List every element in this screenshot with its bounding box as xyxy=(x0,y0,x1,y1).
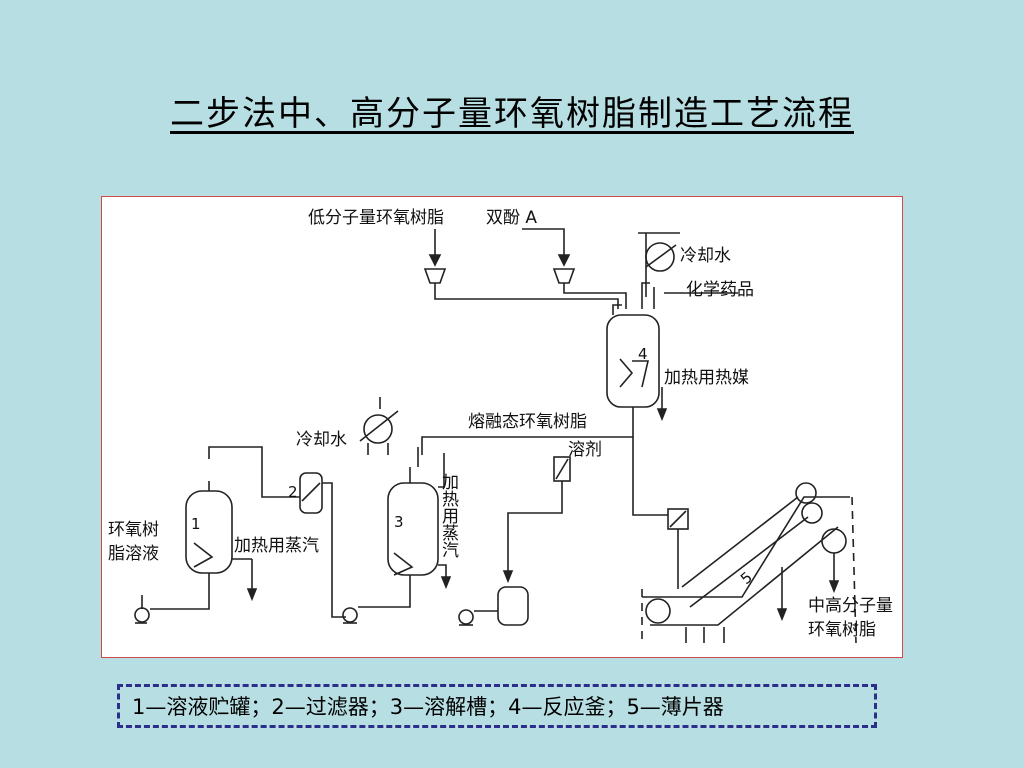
pipe-hopper2-reactor xyxy=(563,283,627,309)
molten-resin-line xyxy=(421,407,634,455)
pipe-tank1-pump xyxy=(150,573,210,610)
label-cooling-water-mid: 冷却水 xyxy=(296,430,347,450)
flaker-belt-outer xyxy=(642,496,850,598)
solvent-tank xyxy=(497,586,529,626)
label-unit-1: 1 xyxy=(191,515,201,533)
pump-3 xyxy=(458,609,474,625)
legend-text: 1—溶液贮罐；2—过滤器；3—溶解槽；4—反应釜；5—薄片器 xyxy=(132,695,724,719)
product-roller xyxy=(821,528,847,554)
pipe-tank1-filter xyxy=(208,446,300,498)
label-molten-resin: 熔融态环氧树脂 xyxy=(468,412,587,432)
process-flow-diagram: 低分子量环氧树脂 双酚 A 冷却水 化学药品 加热用热媒 熔融态环氧树脂 溶剂 … xyxy=(101,196,903,658)
legend-box: 1—溶液贮罐；2—过滤器；3—溶解槽；4—反应釜；5—薄片器 xyxy=(117,684,877,728)
page-title: 二步法中、高分子量环氧树脂制造工艺流程 xyxy=(170,94,854,134)
pump-2 xyxy=(342,607,358,623)
label-resin-solution-line2: 脂溶液 xyxy=(108,544,159,564)
feed-line-bpa xyxy=(522,228,565,263)
label-heating-steam-vertical: 加热用蒸汽 xyxy=(438,473,459,558)
roller-1 xyxy=(645,598,671,624)
label-unit-2: 2 xyxy=(288,483,298,501)
pipe-condenser xyxy=(641,282,650,309)
pipe-filter-pump xyxy=(322,482,346,618)
condenser-mid xyxy=(363,414,393,444)
label-bisphenol-a: 双酚 A xyxy=(486,208,537,228)
label-solvent: 溶剂 xyxy=(568,440,602,460)
diagram-svg: 低分子量环氧树脂 双酚 A 冷却水 化学药品 加热用热媒 熔融态环氧树脂 溶剂 … xyxy=(108,208,893,644)
hopper-1 xyxy=(423,268,447,284)
label-cooling-water-top: 冷却水 xyxy=(680,246,731,266)
label-low-mw-resin: 低分子量环氧树脂 xyxy=(308,208,444,228)
filter-2 xyxy=(299,472,323,514)
label-heating-medium: 加热用热媒 xyxy=(664,368,749,388)
pipe-dissolver-pump xyxy=(358,575,411,608)
pipe-to-flaker xyxy=(632,437,668,516)
solvent-line xyxy=(507,481,563,577)
pump-1 xyxy=(134,607,150,623)
chemical-line xyxy=(645,233,738,309)
hopper-2 xyxy=(552,268,576,284)
arrow-down-icon xyxy=(557,254,571,267)
arrow-down-icon xyxy=(428,254,442,267)
dissolver-3 xyxy=(387,482,439,576)
pipe-hopper1-reactor xyxy=(434,283,619,309)
label-unit-4: 4 xyxy=(638,345,648,363)
label-resin-solution-line1: 环氧树 xyxy=(108,520,159,540)
label-product-line2: 环氧树脂 xyxy=(808,620,876,640)
label-product-line1: 中高分子量 xyxy=(808,596,893,616)
label-unit-3: 3 xyxy=(394,513,404,531)
label-heating-steam-tank1: 加热用蒸汽 xyxy=(234,536,319,556)
label-chemicals: 化学药品 xyxy=(686,280,754,300)
